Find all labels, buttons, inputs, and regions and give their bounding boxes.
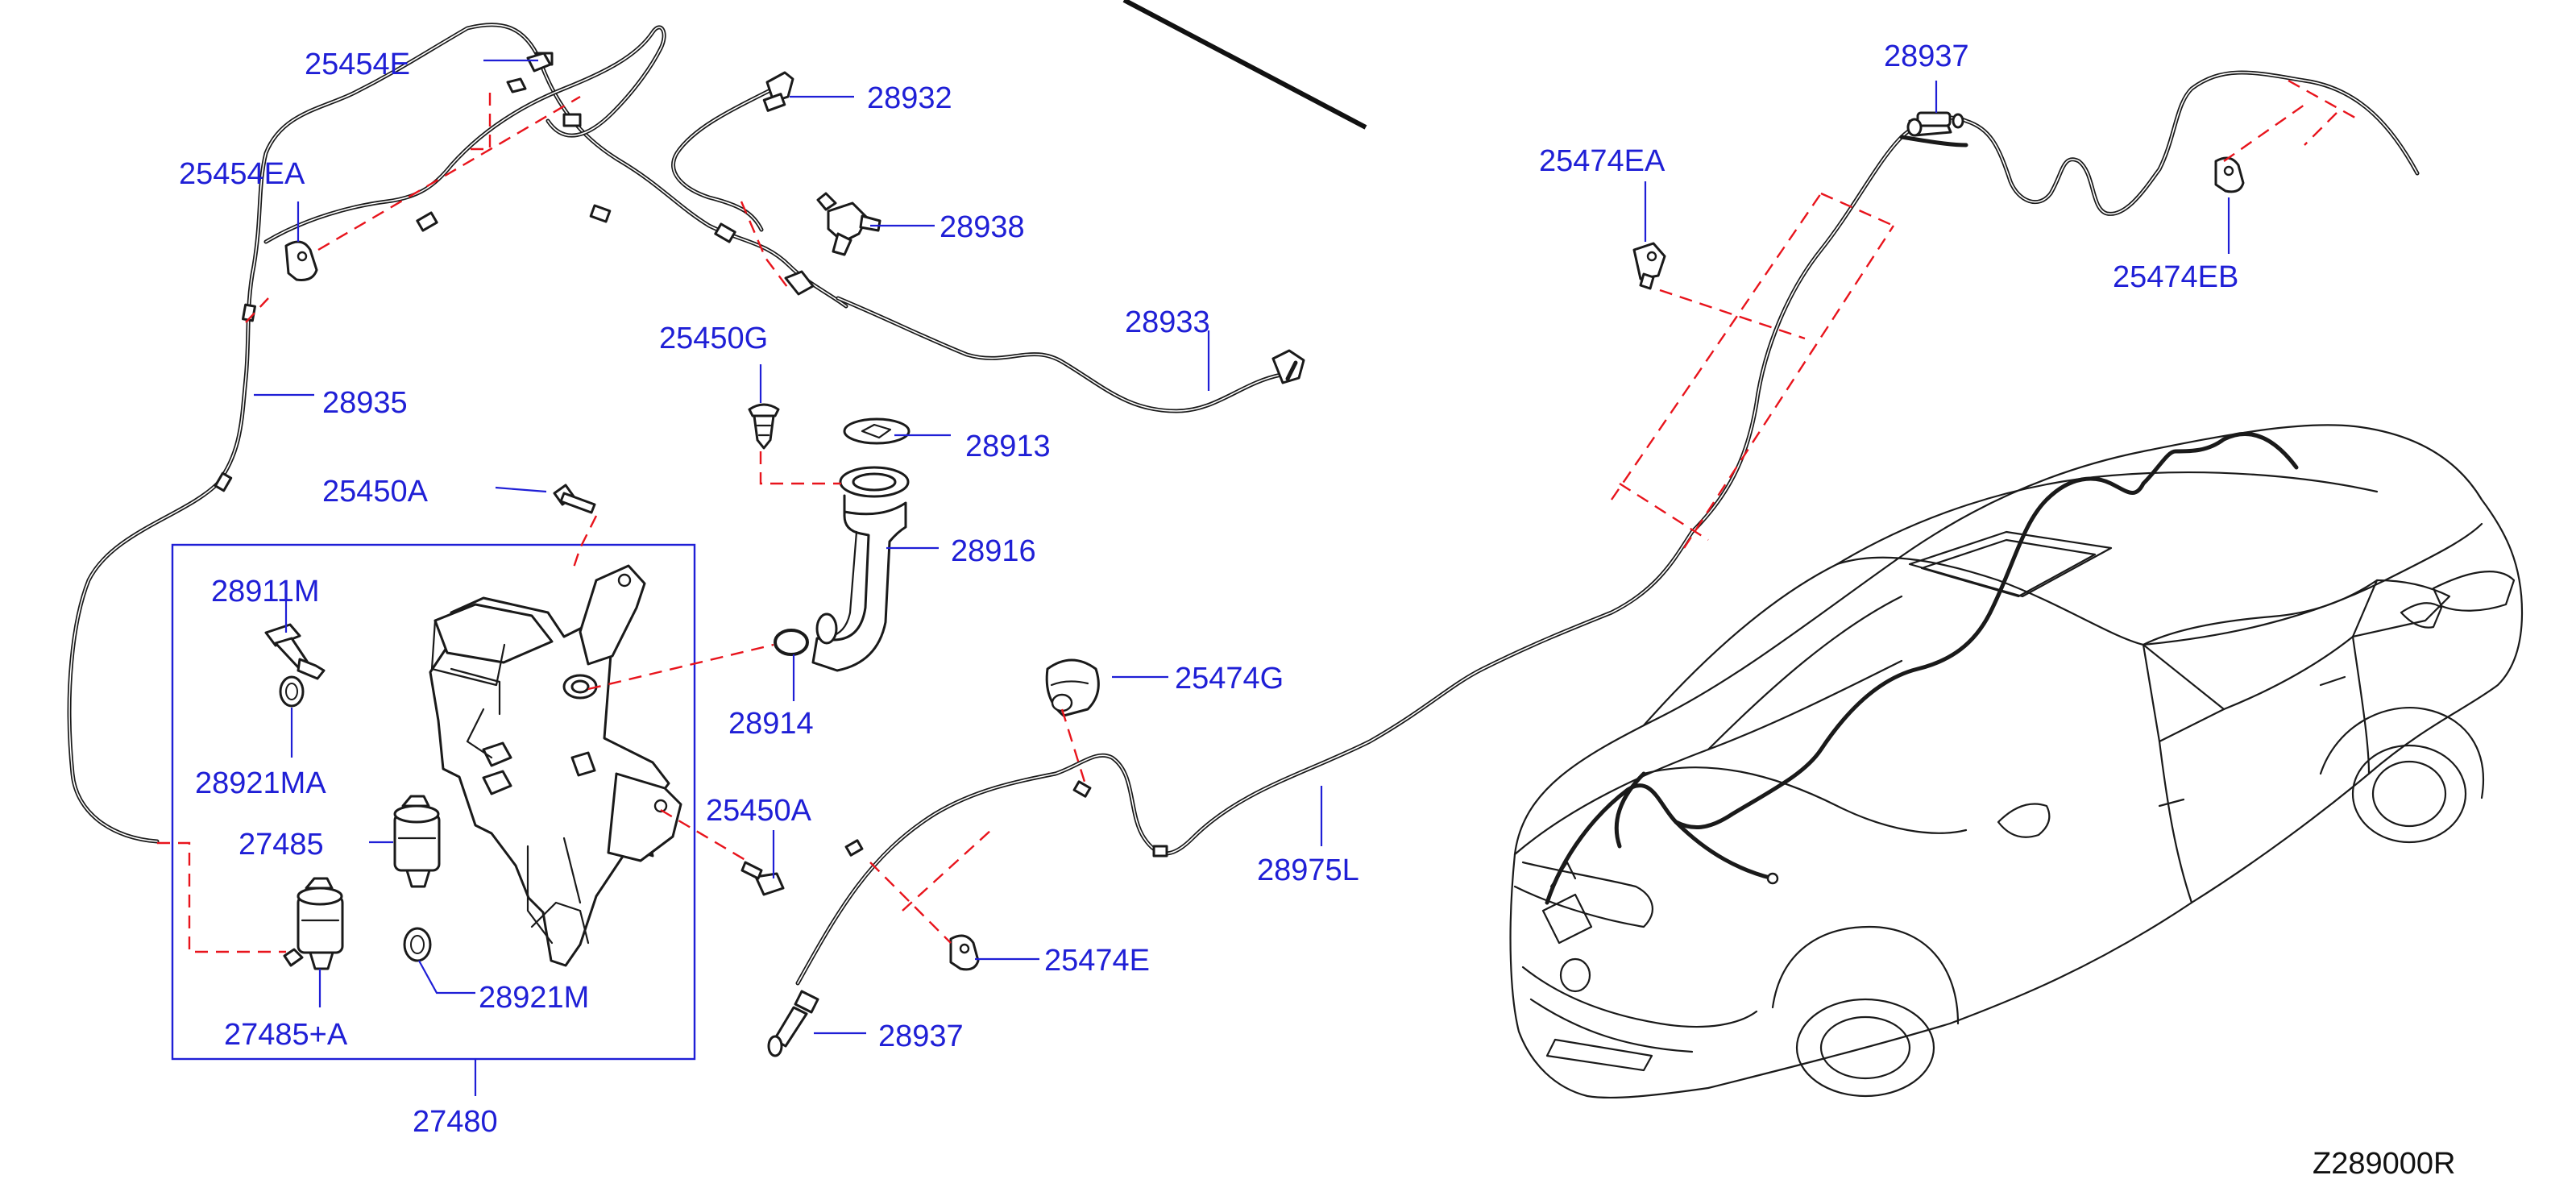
grommet-25474G [1045, 658, 1100, 717]
reservoir-group-box [171, 543, 696, 1061]
label-25474EB: 25474EB [2113, 260, 2238, 294]
label-28921M: 28921M [479, 981, 589, 1015]
label-25450A-mid: 25450A [706, 794, 812, 828]
label-28937-top: 28937 [1884, 39, 1969, 73]
label-28975L: 28975L [1257, 853, 1359, 887]
hose-28975L [795, 70, 2420, 986]
filler-pipe-28916 [811, 466, 910, 672]
bolt-25450A-mid [740, 861, 785, 896]
bolt-25450A-top [553, 484, 596, 514]
label-25454EA: 25454EA [179, 157, 305, 191]
part-labels: 25454E 25454EA 28932 28938 28933 28935 2… [179, 39, 2455, 1181]
label-28913: 28913 [965, 430, 1051, 463]
clip-25474EA [1632, 242, 1666, 290]
label-25450A-top: 25450A [322, 475, 429, 509]
label-25474EA: 25474EA [1539, 144, 1665, 178]
washer-tank-27480 [429, 564, 682, 967]
label-28938: 28938 [940, 210, 1025, 244]
label-28911M: 28911M [211, 575, 320, 608]
label-28933: 28933 [1125, 305, 1210, 339]
strainer-28911M [264, 623, 326, 680]
hose-28933 [784, 270, 1305, 413]
label-28935: 28935 [322, 386, 408, 420]
clip-25450G [748, 403, 780, 450]
seal-28914 [774, 629, 809, 656]
label-28914: 28914 [728, 707, 814, 741]
pump-27485 [393, 795, 441, 888]
clip-25454E [506, 52, 552, 93]
nozzle-28937-top [1906, 111, 1964, 137]
grommet-28921MA [279, 675, 305, 708]
cap-28913 [843, 417, 911, 445]
nozzle-28937-bottom [767, 990, 819, 1057]
drawing-code: Z289000R [2313, 1147, 2455, 1181]
label-28921MA: 28921MA [195, 766, 326, 800]
label-28937-bottom: 28937 [878, 1020, 964, 1053]
label-28916: 28916 [951, 534, 1036, 568]
label-25474E: 25474E [1044, 944, 1150, 978]
label-27485: 27485 [239, 828, 324, 862]
label-28932: 28932 [867, 81, 952, 115]
hose-28932 [671, 71, 794, 232]
label-25474G: 25474G [1175, 662, 1284, 696]
label-27480: 27480 [413, 1105, 498, 1139]
assembly-dashed-lines [157, 79, 2362, 953]
car-illustration [1509, 424, 2524, 1099]
clip-25454EA [284, 240, 318, 281]
leader-lines [254, 59, 2230, 1096]
clip-25474EB [2214, 156, 2245, 193]
pump-27485A [283, 877, 344, 970]
hood-edge-line [1122, 0, 1367, 130]
joint-28938 [816, 192, 881, 256]
label-25454E: 25454E [305, 48, 410, 81]
grommet-28921M [403, 927, 432, 962]
clip-25474E [949, 934, 980, 971]
label-27485A: 27485+A [224, 1018, 348, 1052]
label-25450G: 25450G [659, 322, 768, 355]
